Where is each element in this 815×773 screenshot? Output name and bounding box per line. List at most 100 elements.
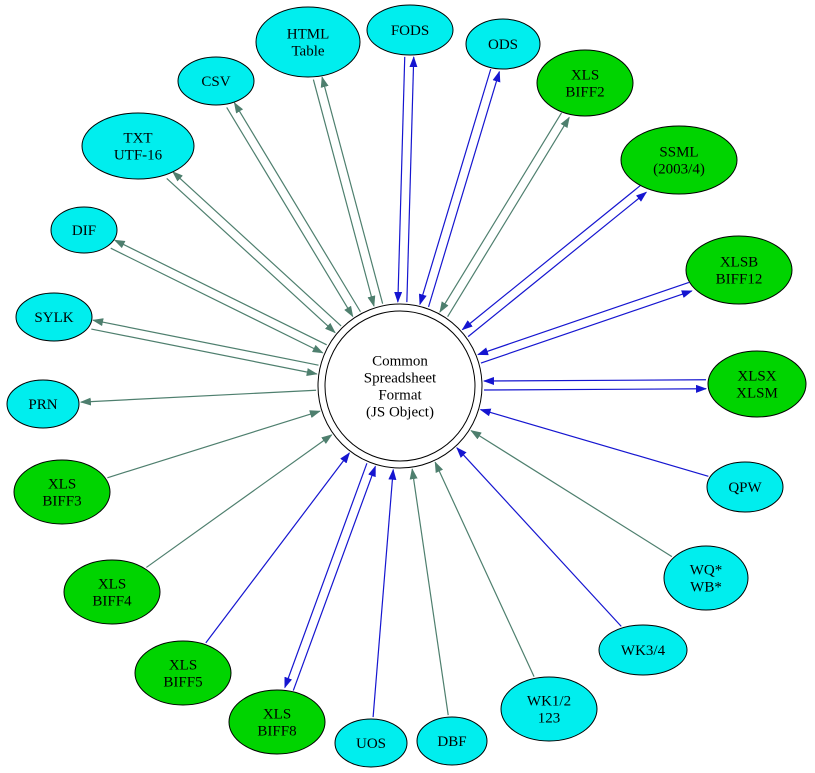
node-fods: FODS xyxy=(366,4,454,56)
node-csv: CSV xyxy=(177,56,255,106)
node-label-xls-biff2: XLS xyxy=(571,68,599,84)
node-label-ssml-2003: SSML xyxy=(659,145,698,161)
node-shape-xls-biff3 xyxy=(13,459,111,525)
edge-html-table xyxy=(312,79,376,307)
node-label-xls-biff8: BIFF8 xyxy=(257,724,296,740)
node-label-dbf: DBF xyxy=(437,734,466,750)
edge-wq-wb xyxy=(470,430,673,558)
node-label-wk12-123: 123 xyxy=(538,711,561,727)
node-label-wq-wb: WQ* xyxy=(690,563,723,579)
node-label-xlsb-biff12: XLSB xyxy=(720,255,758,271)
node-label-xls-biff3: XLS xyxy=(48,477,76,493)
node-shape-wq-wb xyxy=(663,545,749,611)
edge-fods xyxy=(406,56,418,303)
node-label-wk12-123: WK1/2 xyxy=(527,694,571,710)
node-label-xlsx-xlsm: XLSX xyxy=(737,369,776,385)
node-ssml-2003: SSML(2003/4) xyxy=(620,125,738,195)
node-label-html-table: HTML xyxy=(287,27,330,43)
node-shape-xls-biff2 xyxy=(536,49,634,117)
edge-txt-utf16 xyxy=(166,177,336,334)
node-label-sylk: SYLK xyxy=(34,310,73,326)
node-label-fods: FODS xyxy=(391,23,429,39)
node-ods: ODS xyxy=(465,18,541,70)
node-label-xls-biff8: XLS xyxy=(263,707,291,723)
edge-txt-utf16 xyxy=(172,171,342,327)
edge-dbf xyxy=(409,468,449,716)
node-label-uos: UOS xyxy=(356,736,386,752)
edge-xlsb-biff12 xyxy=(477,281,690,356)
node-label-dif: DIF xyxy=(72,223,96,239)
node-prn: PRN xyxy=(6,379,80,429)
edges-layer xyxy=(79,56,709,718)
center-label: Spreadsheet xyxy=(364,371,437,387)
node-shape-html-table xyxy=(255,6,361,78)
node-label-xlsx-xlsm: XLSM xyxy=(736,386,778,402)
node-shape-fods xyxy=(366,4,454,56)
edge-xlsx-xlsm xyxy=(484,384,708,393)
center-outer-circle xyxy=(317,303,483,469)
node-label-qpw: QPW xyxy=(728,480,762,496)
edge-xlsb-biff12 xyxy=(480,290,693,364)
node-label-xls-biff5: XLS xyxy=(169,658,197,674)
node-shape-xls-biff5 xyxy=(134,640,232,706)
node-label-txt-utf16: TXT xyxy=(123,131,152,147)
node-label-csv: CSV xyxy=(201,74,230,90)
node-shape-qpw xyxy=(706,461,784,513)
edge-dif xyxy=(110,247,324,354)
node-label-wk34: WK3/4 xyxy=(621,643,666,659)
edge-csv xyxy=(233,101,361,313)
edge-html-table xyxy=(320,76,384,304)
node-qpw: QPW xyxy=(706,461,784,513)
node-label-ods: ODS xyxy=(488,37,518,53)
node-label-xls-biff4: BIFF4 xyxy=(92,594,132,610)
edge-prn xyxy=(79,389,317,406)
edge-xls-biff8 xyxy=(284,463,368,689)
node-wk34: WK3/4 xyxy=(598,624,688,676)
edge-ssml-2003 xyxy=(467,191,648,338)
edge-xls-biff4 xyxy=(146,434,333,568)
edge-fods xyxy=(394,56,406,303)
edge-dif xyxy=(113,239,327,346)
edge-xls-biff5 xyxy=(205,452,350,644)
edge-uos xyxy=(372,468,397,718)
node-shape-xlsx-xlsm xyxy=(707,350,807,418)
edge-ssml-2003 xyxy=(461,184,641,331)
node-dif: DIF xyxy=(50,206,118,254)
node-label-xlsb-biff12: BIFF12 xyxy=(716,272,763,288)
node-shape-uos xyxy=(334,718,408,768)
center-label: Common xyxy=(372,354,428,370)
edge-qpw xyxy=(479,408,709,477)
edge-ods xyxy=(427,70,501,308)
center-label: Format xyxy=(378,388,422,404)
node-label-xls-biff2: BIFF2 xyxy=(565,85,604,101)
edge-csv xyxy=(226,107,354,318)
node-label-txt-utf16: UTF-16 xyxy=(114,148,163,164)
node-label-xls-biff5: BIFF5 xyxy=(163,675,202,691)
edge-wk12-123 xyxy=(434,461,535,677)
node-label-ssml-2003: (2003/4) xyxy=(653,162,705,178)
node-uos: UOS xyxy=(334,718,408,768)
edge-sylk xyxy=(92,318,319,366)
node-shape-xls-biff4 xyxy=(63,559,161,625)
node-sylk: SYLK xyxy=(15,292,93,342)
edge-xlsx-xlsm xyxy=(482,376,706,385)
center-inner-circle xyxy=(324,310,476,462)
node-shape-sylk xyxy=(15,292,93,342)
edge-sylk xyxy=(91,328,318,376)
node-label-xls-biff3: BIFF3 xyxy=(42,494,81,510)
node-label-prn: PRN xyxy=(28,397,57,413)
center-label: (JS Object) xyxy=(366,405,434,421)
node-shape-dif xyxy=(50,206,118,254)
node-shape-txt-utf16 xyxy=(81,112,195,180)
